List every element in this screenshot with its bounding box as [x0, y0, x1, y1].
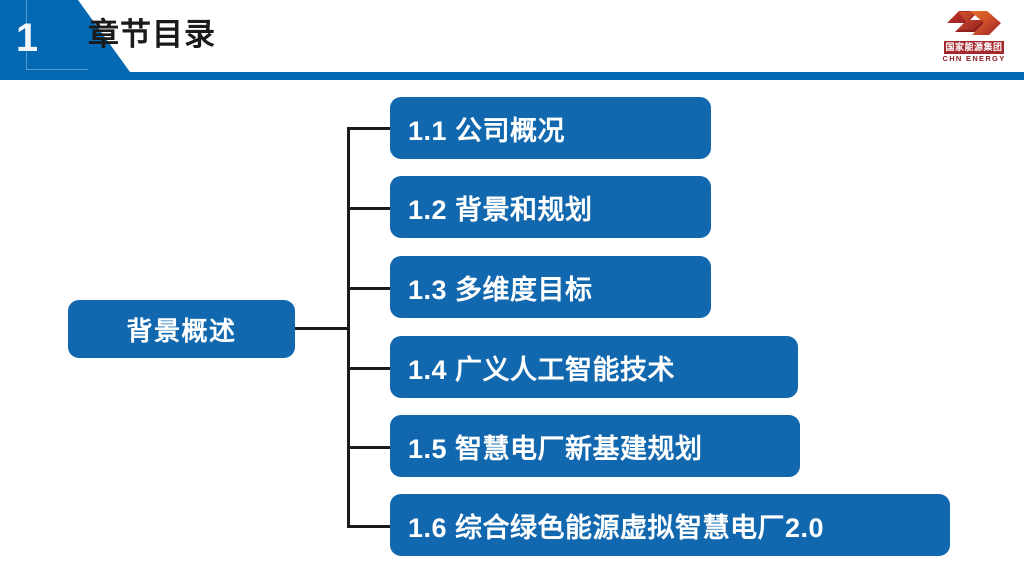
outline-item-1-4[interactable]: 1.4 广义人工智能技术: [390, 336, 798, 398]
slide-header: 1 章节目录: [0, 0, 1024, 80]
connector-branch-6: [347, 525, 391, 528]
connector-trunk: [347, 127, 350, 528]
outline-item-1-2-label: 1.2 背景和规划: [408, 194, 593, 225]
page-title: 章节目录: [88, 17, 216, 52]
banner-inner-outline: [26, 0, 88, 70]
outline-item-1-3[interactable]: 1.3 多维度目标: [390, 256, 711, 318]
connector-branch-1: [347, 127, 391, 130]
diagram-root-node-label: 背景概述: [126, 315, 237, 346]
section-outline-diagram: 背景概述 1.1 公司概况 1.2 背景和规划 1.3 多维度目标 1.4 广义…: [0, 80, 1024, 576]
outline-item-1-5-label: 1.5 智慧电厂新基建规划: [408, 433, 703, 464]
outline-item-1-1-label: 1.1 公司概况: [408, 115, 566, 146]
connector-branch-5: [347, 446, 391, 449]
outline-item-1-6[interactable]: 1.6 综合绿色能源虚拟智慧电厂2.0: [390, 494, 950, 556]
logo-chinese-name: 国家能源集团: [936, 41, 1012, 54]
connector-branch-3: [347, 287, 391, 290]
connector-branch-2: [347, 207, 391, 210]
outline-item-1-5[interactable]: 1.5 智慧电厂新基建规划: [390, 415, 800, 477]
outline-item-1-2[interactable]: 1.2 背景和规划: [390, 176, 711, 238]
header-divider-bar: [0, 72, 1024, 80]
outline-item-1-4-label: 1.4 广义人工智能技术: [408, 354, 676, 385]
connector-root-stub: [295, 327, 349, 330]
outline-item-1-3-label: 1.3 多维度目标: [408, 274, 593, 305]
section-number: 1: [15, 16, 39, 60]
logo-chinese-name-text: 国家能源集团: [944, 41, 1004, 54]
company-logo: 国家能源集团 CHN ENERGY: [936, 6, 1012, 64]
diagram-root-node[interactable]: 背景概述: [68, 300, 295, 358]
outline-item-1-1[interactable]: 1.1 公司概况: [390, 97, 711, 159]
connector-branch-4: [347, 367, 391, 370]
logo-english-name: CHN ENERGY: [942, 54, 1006, 63]
outline-item-1-6-label: 1.6 综合绿色能源虚拟智慧电厂2.0: [408, 512, 825, 543]
chn-energy-logo-mark-icon: [944, 8, 1004, 38]
